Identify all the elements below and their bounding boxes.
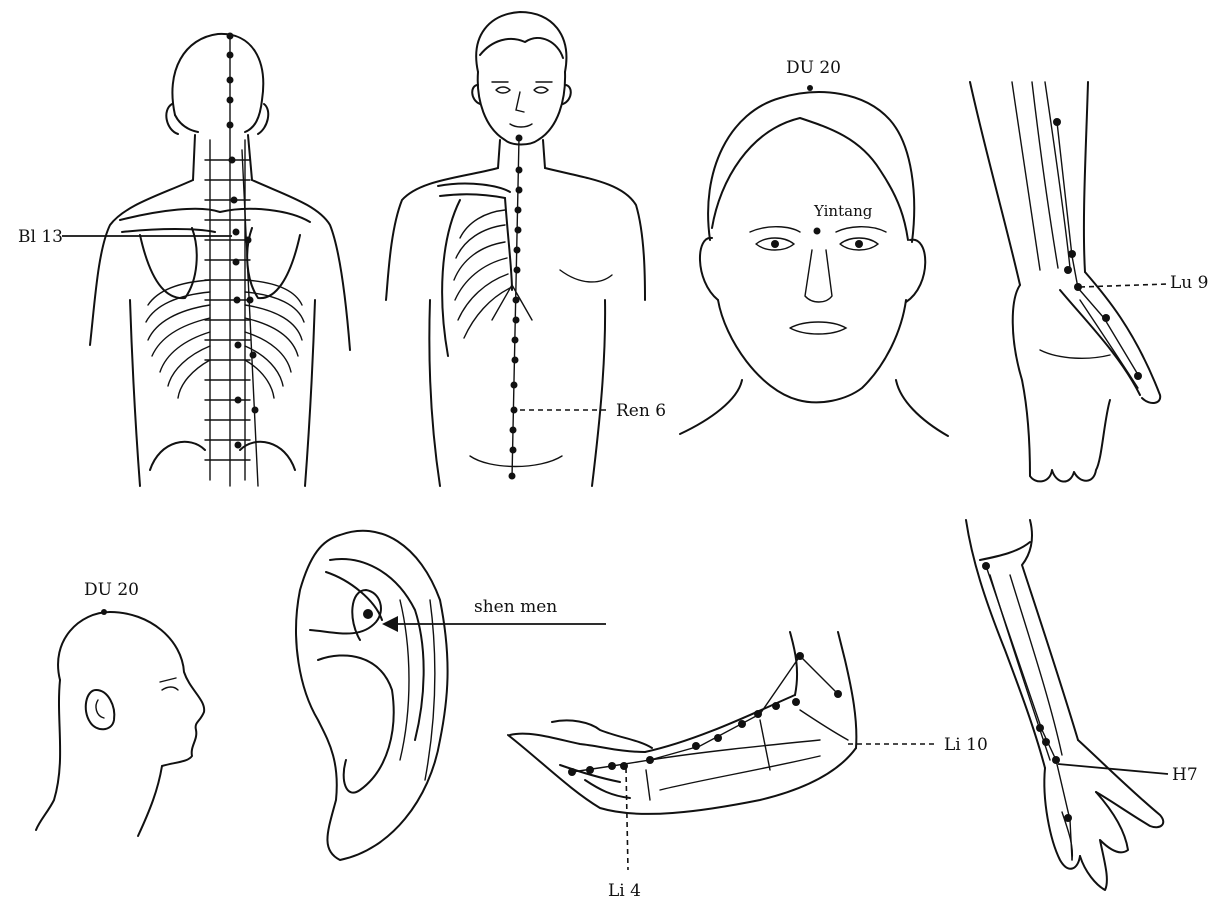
h7-label: H7 [1172, 765, 1198, 785]
forearm-lung-figure [970, 82, 1168, 482]
lu9-label: Lu 9 [1170, 273, 1208, 293]
bl13-label: Bl 13 [18, 227, 63, 247]
shenmen-label: shen men [474, 597, 557, 617]
arm-heart-figure [966, 520, 1168, 890]
ear-figure [296, 531, 606, 860]
ren6-label: Ren 6 [616, 401, 666, 421]
li10-label: Li 10 [944, 735, 988, 755]
side-head-figure [36, 609, 204, 836]
du20-head-label: DU 20 [84, 580, 139, 600]
back-figure [62, 33, 350, 487]
front-figure [386, 12, 645, 486]
du20-face-label: DU 20 [786, 58, 841, 78]
li4-label: Li 4 [608, 881, 641, 901]
arm-large-intestine-figure [508, 632, 938, 870]
yintang-label: Yintang [813, 202, 873, 220]
face-figure [680, 85, 948, 436]
